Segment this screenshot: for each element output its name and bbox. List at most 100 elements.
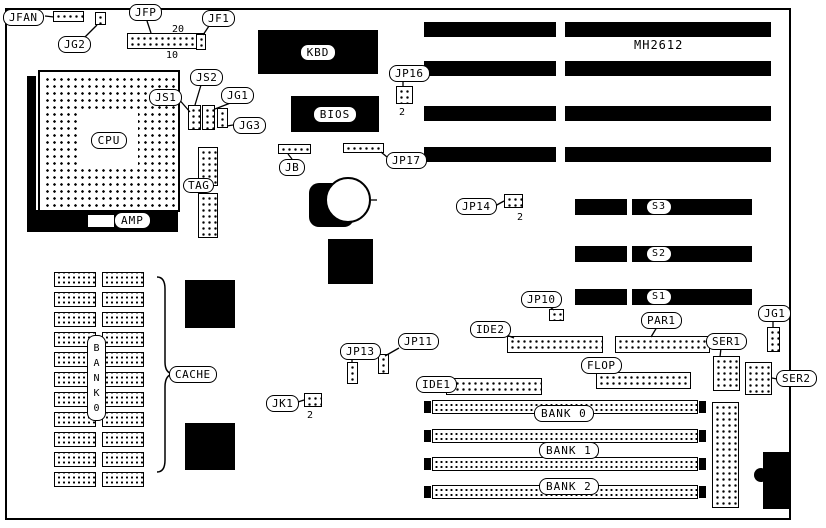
expansion-slot (424, 147, 556, 162)
jk1-header (304, 393, 322, 407)
simm-socket-end (699, 430, 706, 442)
jp10-header (549, 309, 564, 321)
bank-letter: K (93, 387, 100, 399)
jfan-header (53, 11, 84, 22)
callout-jf1: JF1 (202, 10, 236, 27)
callout-jg1-top: JG1 (221, 87, 255, 104)
slot-s2: S2 (575, 246, 752, 262)
callout-ser1: SER1 (706, 333, 747, 350)
simm-socket-end (699, 458, 706, 470)
cache-chip (54, 312, 96, 327)
callout-jk1: JK1 (266, 395, 300, 412)
jfp-pin10: 10 (166, 50, 179, 61)
cache-chip (102, 472, 144, 487)
cache-chip (102, 292, 144, 307)
jp13-header (347, 362, 358, 384)
cache-chip (102, 352, 144, 367)
callout-jp13: JP13 (340, 343, 381, 360)
jp11-header (378, 354, 389, 374)
simm-socket (432, 429, 698, 443)
cache-chip (102, 452, 144, 467)
callout-jfan: JFAN (3, 9, 44, 26)
jp14-header (504, 194, 523, 208)
amp-label: AMP (114, 212, 151, 229)
slot-s1-label: S1 (647, 290, 672, 304)
jp16-pin2: 2 (399, 107, 406, 118)
callout-jp16: JP16 (389, 65, 430, 82)
cpu-die: CPU (80, 111, 138, 169)
callout-js1: JS1 (149, 89, 183, 106)
callout-ide1: IDE1 (416, 376, 457, 393)
callout-flop: FLOP (581, 357, 622, 374)
board-outline (5, 8, 791, 520)
bank-letter: N (93, 372, 100, 384)
tag-ram-lower (198, 193, 218, 238)
cache-chip (102, 372, 144, 387)
cpu-socket-lever (27, 76, 36, 232)
simm-socket-end (699, 401, 706, 413)
cache-chip (54, 432, 96, 447)
jg1-right-header (767, 327, 780, 352)
jg2-header (95, 12, 106, 25)
expansion-slot (565, 147, 771, 162)
cache-chip-array (54, 272, 144, 487)
battery (325, 177, 371, 223)
din-connector (763, 452, 790, 509)
cache-chip (102, 312, 144, 327)
simm-socket-end (424, 486, 431, 498)
cache-chip (54, 272, 96, 287)
feature-header-block (712, 402, 739, 508)
expansion-slot (565, 61, 771, 76)
io-chip (185, 423, 235, 470)
ide2-connector (507, 336, 603, 353)
simm-bank2-label: BANK 2 (539, 478, 599, 495)
bank-letter: A (93, 357, 100, 369)
ser1-connector (713, 356, 740, 391)
kbd-label: KBD (299, 43, 337, 61)
kbd-chip: KBD (258, 30, 378, 74)
callout-jg2: JG2 (58, 36, 92, 53)
simm-bank0-label: BANK 0 (534, 405, 594, 422)
jk1-pin2: 2 (307, 410, 314, 421)
flop-connector (596, 372, 691, 389)
ide1-connector (446, 378, 542, 395)
slot-s1: S1 (575, 289, 752, 305)
cache-chip (54, 472, 96, 487)
callout-tag: TAG (183, 178, 215, 193)
callout-jg3: JG3 (233, 117, 267, 134)
callout-ide2: IDE2 (470, 321, 511, 338)
board-model: MH2612 (634, 38, 684, 52)
simm-socket (432, 457, 698, 471)
slot-s2-label: S2 (647, 247, 672, 261)
expansion-slot (424, 61, 556, 76)
callout-jp17: JP17 (386, 152, 427, 169)
cache-chip (54, 452, 96, 467)
bank-letter: B (93, 342, 100, 354)
jg3-header (217, 108, 228, 128)
jfp-pin20: 20 (172, 24, 185, 35)
cache-chip (102, 432, 144, 447)
cache-bank0-vertical-label: B A N K 0 (87, 335, 106, 421)
cache-chip (54, 292, 96, 307)
jf1-header (196, 34, 206, 50)
simm-socket-end (424, 458, 431, 470)
cache-chip (102, 332, 144, 347)
callout-jb: JB (279, 159, 306, 176)
simm-socket-end (699, 486, 706, 498)
jb-header (278, 144, 311, 154)
expansion-slot (565, 22, 771, 37)
slot-divider (627, 199, 632, 215)
callout-jp14: JP14 (456, 198, 497, 215)
callout-jp10: JP10 (521, 291, 562, 308)
callout-par1: PAR1 (641, 312, 682, 329)
cache-controller-chip (185, 280, 235, 328)
bank-letter: 0 (93, 402, 100, 414)
slot-s3: S3 (575, 199, 752, 215)
tag-ram-upper (198, 147, 218, 186)
bios-label: BIOS (312, 105, 358, 123)
callout-js2: JS2 (190, 69, 224, 86)
par1-connector (615, 336, 710, 353)
amp-connector: AMP (36, 210, 178, 232)
callout-jp11: JP11 (398, 333, 439, 350)
expansion-slot (424, 106, 556, 121)
